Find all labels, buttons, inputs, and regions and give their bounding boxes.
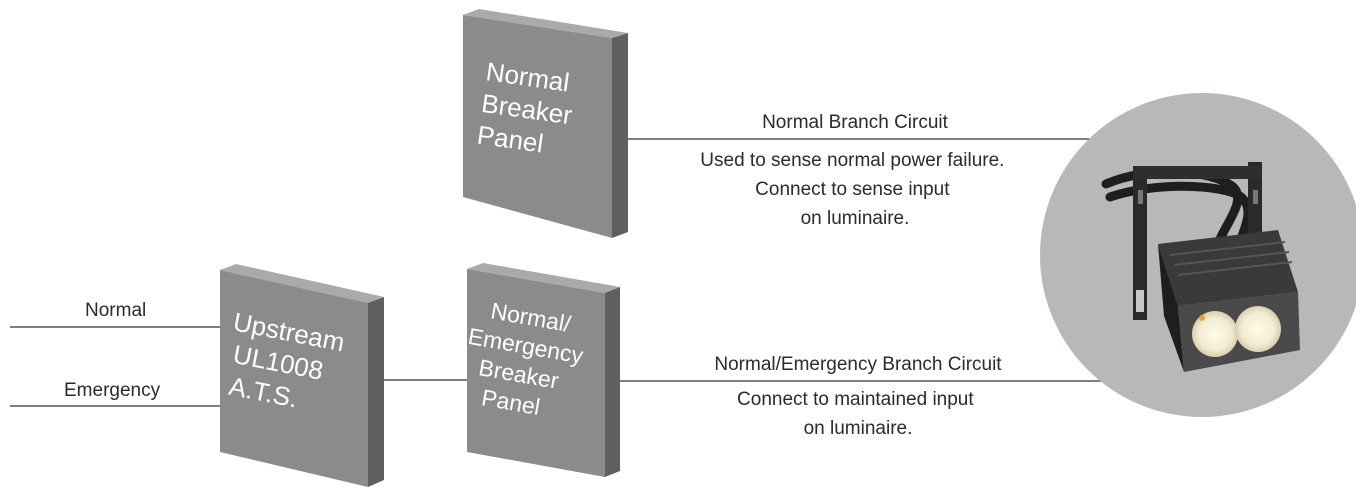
svg-text:Used to sense normal power fai: Used to sense normal power failure. Conn… xyxy=(700,150,1009,229)
normal-emergency-branch-desc-line: on luminaire. xyxy=(804,418,913,439)
panel-top-face xyxy=(463,9,628,38)
luminaire-illustration xyxy=(1040,93,1356,417)
normal-branch-desc-line: on luminaire. xyxy=(801,208,910,229)
normal-input-label: Normal xyxy=(85,300,146,321)
panel-top-face xyxy=(467,263,620,293)
normal-branch-desc-line: Connect to sense input xyxy=(755,179,950,200)
fixture-body-icon xyxy=(1136,230,1300,372)
normal-branch-desc-line: Used to sense normal power failure. xyxy=(700,150,1004,171)
emergency-input-label: Emergency xyxy=(64,380,161,401)
led-lens-icon xyxy=(1192,311,1238,357)
panel-front-face xyxy=(467,269,605,477)
upstream-ats-panel: Upstream UL1008 A.T.S. xyxy=(220,264,384,487)
svg-text:Connect to maintained input: Connect to maintained input on luminaire… xyxy=(737,389,979,439)
panel-side-face xyxy=(368,297,384,487)
connection-lines xyxy=(10,138,1108,407)
led-lens-icon xyxy=(1235,306,1281,352)
normal-emergency-branch-title: Normal/Emergency Branch Circuit xyxy=(714,354,1002,375)
normal-emergency-breaker-panel: Normal/ Emergency Breaker Panel xyxy=(466,263,620,477)
panel-front-face xyxy=(463,15,612,238)
panel-front-face xyxy=(220,270,368,487)
panel-side-face xyxy=(605,287,620,477)
normal-breaker-panel: Normal Breaker Panel xyxy=(463,9,628,238)
panel-top-face xyxy=(220,264,384,303)
normal-branch-title: Normal Branch Circuit xyxy=(762,112,949,133)
panel-side-face xyxy=(612,33,628,238)
normal-emergency-branch-desc-line: Connect to maintained input xyxy=(737,389,974,410)
